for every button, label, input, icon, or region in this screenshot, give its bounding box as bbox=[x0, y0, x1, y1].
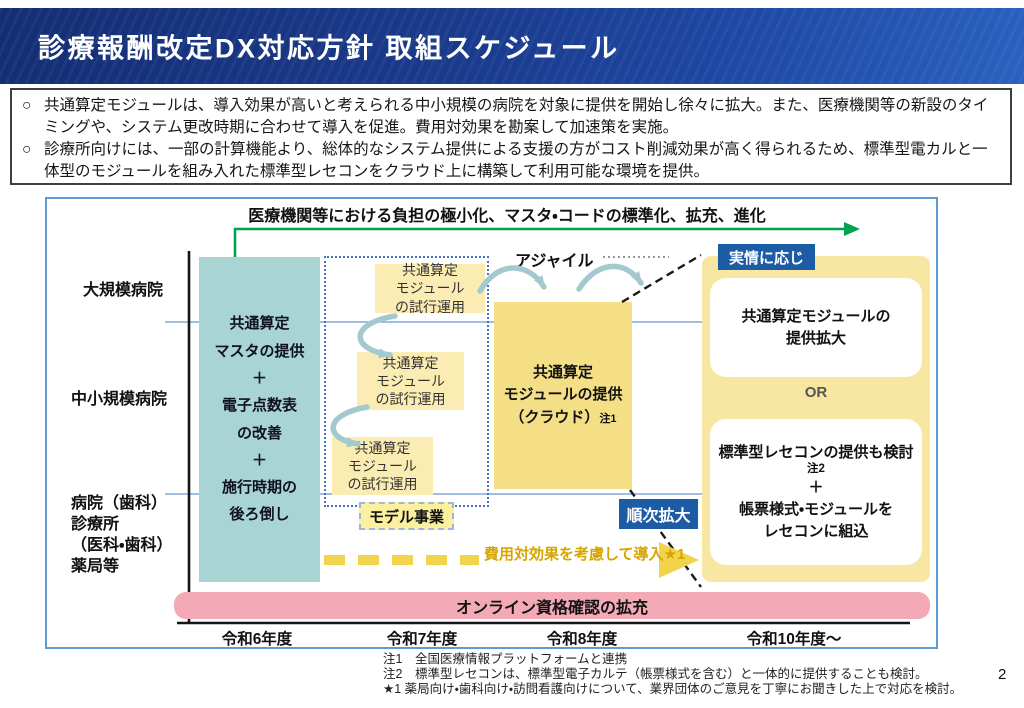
cloud-box-line: （クラウド）注1 bbox=[509, 407, 616, 430]
page-number: 2 bbox=[998, 666, 1007, 683]
timeline-label-r10: 令和10年度～ bbox=[746, 631, 842, 648]
as-needed-tag: 実情に応じ bbox=[718, 244, 815, 270]
rezecon-line: 標準型レセコンの提供も検討 bbox=[718, 443, 914, 461]
rezecon-plus: ＋ bbox=[808, 479, 824, 497]
note1-ref: 注1 bbox=[599, 412, 617, 425]
bullet-circle-icon: ○ bbox=[22, 141, 32, 159]
header-band: 診療報酬改定DX対応方針 取組スケジュール bbox=[0, 8, 1024, 84]
footnote-1: 注1 全国医療情報プラットフォームと連携 bbox=[383, 652, 628, 666]
bullet-circle-icon: ○ bbox=[22, 97, 32, 114]
rezecon-line: レセコンに組込 bbox=[763, 522, 869, 540]
summary-box: ○ 共通算定モジュールは、導入効果が高いと考えられる中小規模の病院を対象に提供を… bbox=[10, 88, 1012, 185]
expansion-dashed-line-upper bbox=[621, 253, 702, 304]
trial-run-box-2: 共通算定 モジュール の試行運用 bbox=[357, 352, 464, 410]
cloud-box-line: モジュールの提供 bbox=[503, 386, 623, 404]
summary-bullet-text: 共通算定モジュールは、導入効果が高いと考えられる中小規模の病院を対象に提供を開始… bbox=[44, 97, 989, 137]
trial-run-box-1: 共通算定 モジュール の試行運用 bbox=[375, 262, 485, 315]
timeline-label-r7: 令和7年度 bbox=[386, 631, 458, 648]
rezecon-line: 帳票様式・モジュールを bbox=[738, 500, 894, 518]
summary-bullet-text: 診療所向けには、一部の計算機能より、総体的なシステム提供による支援の方がコスト削… bbox=[44, 141, 988, 181]
model-project-label: モデル事業 bbox=[359, 502, 454, 530]
schedule-diagram: 医療機関等における負担の極小化、マスタ・コードの標準化、拡充、進化 大規模病院 … bbox=[45, 197, 938, 649]
footnotes: 注1 全国医療情報プラットフォームと連携 注2 標準型レセコンは、標準型電子カル… bbox=[383, 652, 962, 696]
footnote-2: 注2 標準型レセコンは、標準型電子カルテ（帳票様式を含む）と一体的に提供すること… bbox=[383, 666, 928, 681]
agile-label: アジャイル bbox=[515, 253, 594, 270]
note2-ref: 注2 bbox=[807, 463, 825, 476]
standard-rezecon-card: 標準型レセコンの提供も検討 注2 ＋ 帳票様式・モジュールを レセコンに組込 bbox=[710, 419, 922, 565]
or-label: OR bbox=[804, 384, 828, 401]
foundation-measures-box: 共通算定 マスタの提供 ＋ 電子点数表 の改善 ＋ 施行時期の 後ろ倒し bbox=[199, 257, 320, 582]
cost-effect-arrow-label: 費用対効果を考慮して導入★1 bbox=[484, 546, 686, 563]
cloud-box-line3: （クラウド） bbox=[509, 408, 600, 426]
footnote-star1: ★1 薬局向け・歯科向け・訪問看護向けについて、業界団体のご意見を丁寧にお聞きし… bbox=[383, 681, 963, 696]
row-label-mid-small-hospital: 中小規模病院 bbox=[71, 391, 168, 408]
row-label-large-hospital: 大規模病院 bbox=[83, 282, 164, 299]
cloud-module-box: 共通算定 モジュールの提供 （クラウド）注1 bbox=[494, 302, 632, 489]
future-options-panel: 共通算定モジュールの 提供拡大 OR 標準型レセコンの提供も検討 注2 ＋ 帳票… bbox=[702, 256, 930, 582]
sequential-expansion-tag: 順次拡大 bbox=[619, 499, 698, 529]
summary-bullet: ○ 診療所向けには、一部の計算機能より、総体的なシステム提供による支援の方がコス… bbox=[22, 139, 1000, 183]
module-expansion-card: 共通算定モジュールの 提供拡大 bbox=[710, 278, 922, 377]
summary-bullet: ○ 共通算定モジュールは、導入効果が高いと考えられる中小規模の病院を対象に提供を… bbox=[22, 95, 1000, 139]
cloud-box-line: 共通算定 bbox=[532, 363, 593, 381]
green-arrowhead-icon bbox=[844, 222, 860, 236]
top-arrow-label: 医療機関等における負担の極小化、マスタ・コードの標準化、拡充、進化 bbox=[248, 208, 766, 225]
online-eligibility-bar: オンライン資格確認の拡充 bbox=[174, 592, 930, 619]
timeline-label-r6: 令和6年度 bbox=[221, 631, 293, 648]
page-title: 診療報酬改定DX対応方針 取組スケジュール bbox=[38, 33, 620, 64]
row-label-clinic-pharmacy: 病院（歯科） 診療所 （医科・歯科） 薬局等 bbox=[71, 495, 173, 576]
timeline-label-r8: 令和8年度 bbox=[546, 631, 618, 648]
trial-run-box-3: 共通算定 モジュール の試行運用 bbox=[332, 437, 433, 495]
agile-hop-arc-icon bbox=[477, 265, 547, 294]
